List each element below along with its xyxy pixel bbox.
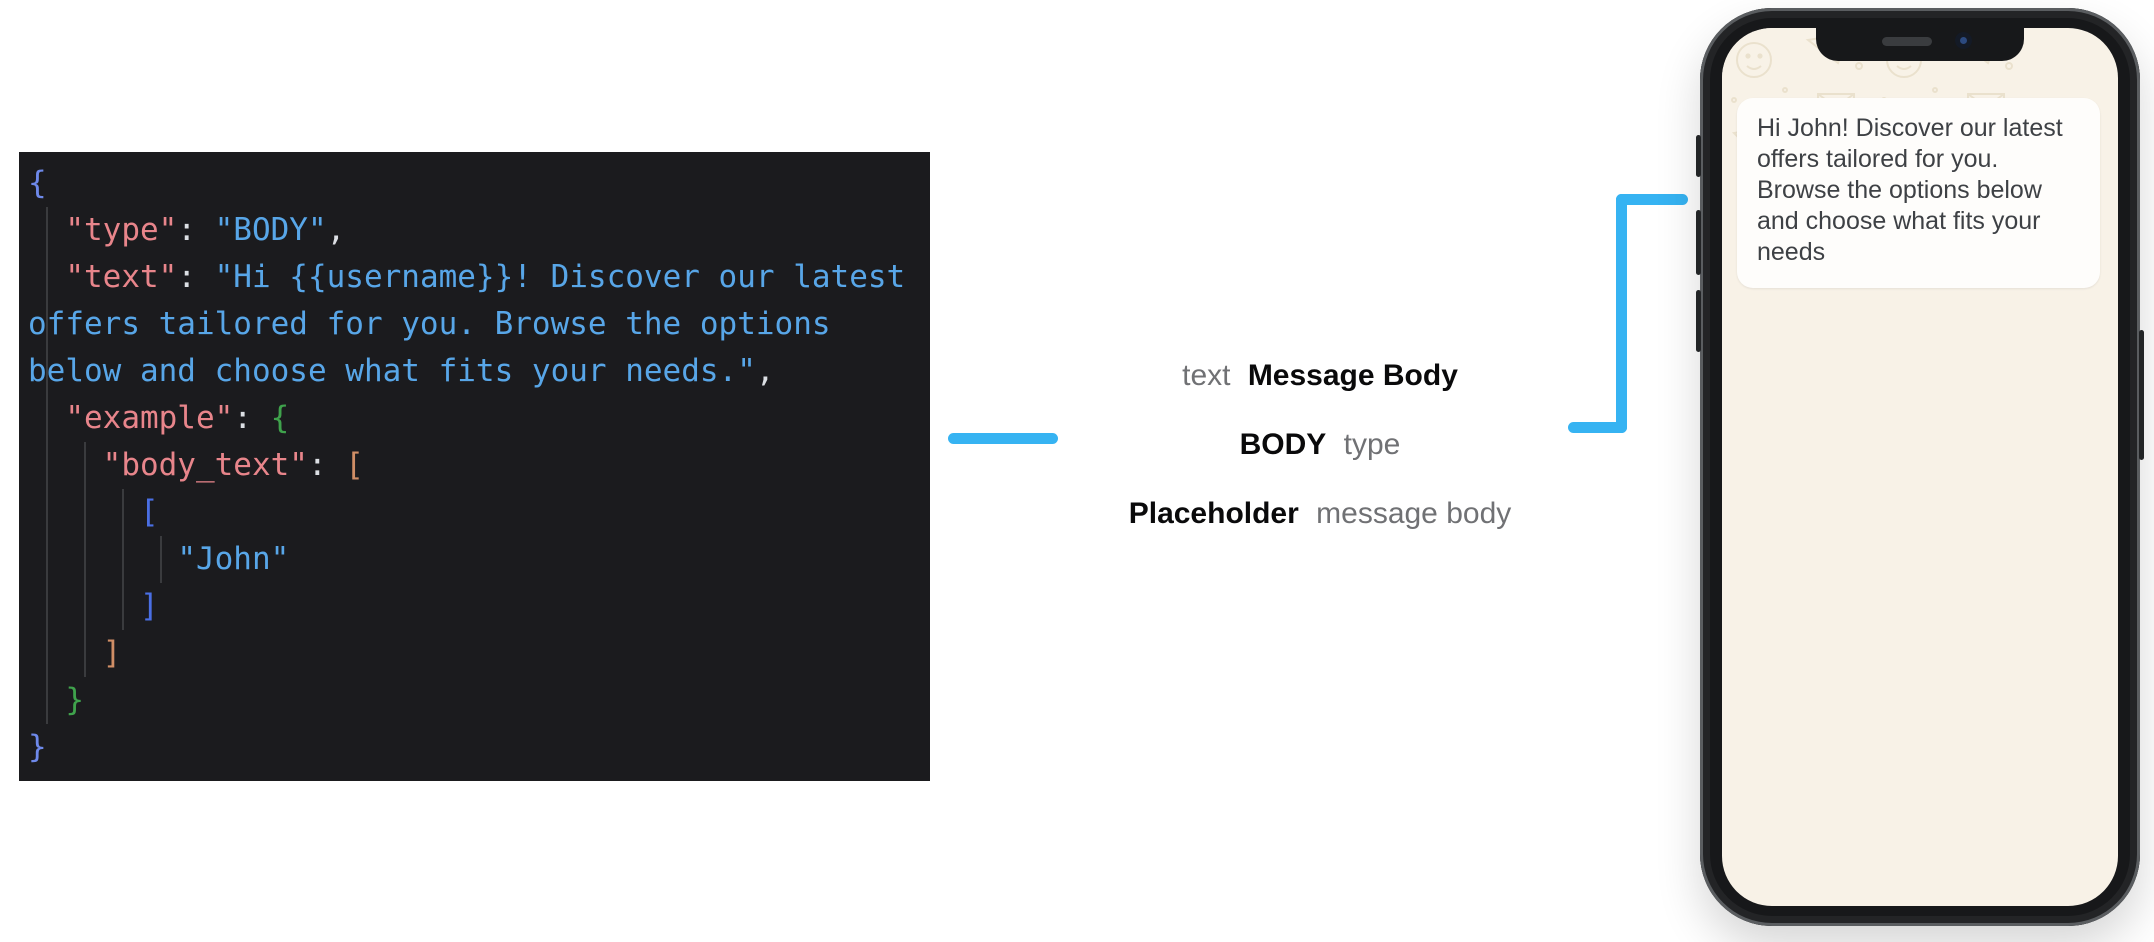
code-token: { <box>270 400 290 436</box>
code-lines: { "type": "BODY", "text": "Hi {{username… <box>19 160 930 771</box>
annotation-field-title: Message Body <box>1247 359 1458 392</box>
code-token: , <box>755 353 775 389</box>
code-token: ] <box>139 588 159 624</box>
phone-notch <box>1816 28 2024 61</box>
code-token <box>28 635 103 671</box>
code-token: ] <box>102 635 122 671</box>
connector-bracket-top-arm <box>1616 194 1688 205</box>
volume-up-button <box>1696 210 1701 275</box>
code-token <box>28 588 140 624</box>
code-token: "type" <box>65 212 178 248</box>
code-token: below and choose what fits your needs." <box>28 353 756 389</box>
indent-guide <box>122 489 124 630</box>
front-camera-icon <box>1955 32 1972 49</box>
connector-line-left <box>948 433 1058 444</box>
code-line: "example": { <box>28 395 930 442</box>
message-text-line: needs <box>1757 238 1826 266</box>
code-line: "text": "Hi {{username}}! Discover our l… <box>28 254 930 301</box>
code-token: : <box>307 447 346 483</box>
annotation-field-name: message body <box>1316 497 1512 530</box>
code-line: below and choose what fits your needs.", <box>28 348 930 395</box>
annotation-body-type: BODY type <box>1040 425 1600 465</box>
code-token <box>28 259 65 295</box>
code-token: [ <box>345 447 364 483</box>
code-token: : <box>233 400 271 436</box>
indent-guide <box>160 536 162 583</box>
code-token: } <box>28 729 47 765</box>
annotation-value: Placeholder <box>1128 497 1299 530</box>
power-button <box>2139 330 2144 460</box>
code-line: ] <box>28 630 930 677</box>
code-token: "Hi {{username}}! Discover our latest <box>214 259 906 295</box>
code-token: : <box>177 259 215 295</box>
annotation-field-name: type <box>1343 428 1401 461</box>
code-line: } <box>28 677 930 724</box>
code-line: } <box>28 724 930 771</box>
code-line: "type": "BODY", <box>28 207 930 254</box>
code-token <box>28 541 177 577</box>
code-token: { <box>28 165 47 201</box>
code-token: "text" <box>65 259 178 295</box>
code-token: , <box>326 212 346 248</box>
code-token <box>28 447 103 483</box>
code-token: "example" <box>65 400 234 436</box>
message-text-line: Browse the options below <box>1757 176 2042 204</box>
code-token: "BODY" <box>214 212 327 248</box>
annotation-field-name: text <box>1182 359 1231 392</box>
message-text-line: and choose what fits your <box>1757 207 2041 235</box>
phone-screen: Hi John! Discover our latest offers tail… <box>1722 28 2118 906</box>
phone-mockup: Hi John! Discover our latest offers tail… <box>1696 8 2144 926</box>
code-line: "body_text": [ <box>28 442 930 489</box>
message-bubble: Hi John! Discover our latest offers tail… <box>1737 98 2100 288</box>
connector-bracket-bottom-arm <box>1568 422 1627 433</box>
volume-down-button <box>1696 290 1701 352</box>
annotation-text-message-body: text Message Body <box>1040 356 1600 396</box>
code-token: [ <box>139 494 159 530</box>
code-token <box>28 212 65 248</box>
code-token: "body_text" <box>102 447 308 483</box>
code-panel: { "type": "BODY", "text": "Hi {{username… <box>19 152 930 781</box>
code-token <box>28 400 65 436</box>
code-line: "John" <box>28 536 930 583</box>
code-line: { <box>28 160 930 207</box>
indent-guide <box>84 442 86 677</box>
annotation-labels: text Message Body BODY type Placeholder … <box>1040 356 1600 563</box>
message-text-line: offers tailored for you. <box>1757 145 1999 173</box>
code-token: "John" <box>177 541 290 577</box>
code-token: : <box>177 212 215 248</box>
message-text-line: Hi John! Discover our latest <box>1757 114 2063 142</box>
speaker-grille <box>1882 37 1932 46</box>
code-line: offers tailored for you. Browse the opti… <box>28 301 930 348</box>
annotation-value: BODY <box>1239 428 1327 461</box>
code-token <box>28 682 65 718</box>
indent-guide <box>46 207 48 724</box>
code-token <box>28 494 140 530</box>
mute-switch <box>1696 135 1701 177</box>
code-token: offers tailored for you. Browse the opti… <box>28 306 831 342</box>
annotation-placeholder: Placeholder message body <box>1040 494 1600 534</box>
code-token: } <box>65 682 84 718</box>
code-line: ] <box>28 583 930 630</box>
code-line: [ <box>28 489 930 536</box>
connector-bracket-vertical <box>1616 194 1627 433</box>
